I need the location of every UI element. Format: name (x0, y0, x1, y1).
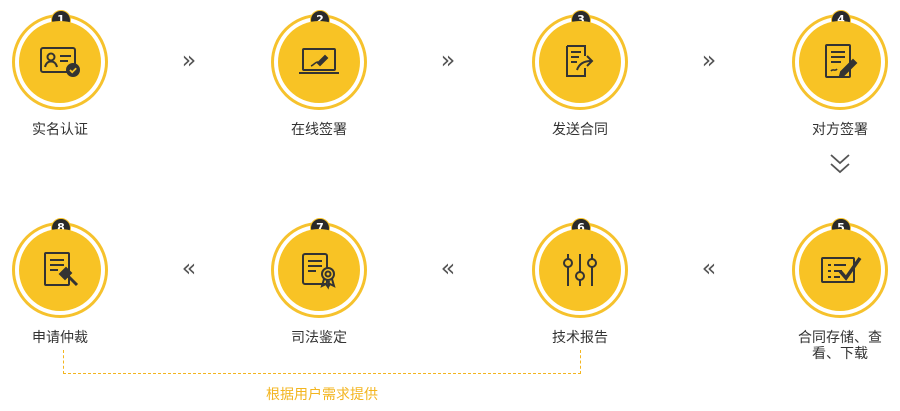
certificate-icon (299, 250, 339, 290)
arrow-left: « (440, 254, 456, 282)
step-7-disc: 7 (271, 218, 367, 318)
arrow-down-icon (826, 152, 854, 178)
step-8: 8 申请仲裁 (0, 218, 130, 346)
document-signature-icon (821, 42, 859, 82)
step-4-label: 对方签署 (812, 122, 868, 138)
step-3-label: 发送合同 (552, 122, 608, 138)
step-1-label: 实名认证 (32, 122, 88, 138)
step-2-label: 在线签署 (291, 122, 347, 138)
arrow-right: » (440, 46, 456, 74)
step-8-label: 申请仲裁 (32, 330, 88, 346)
sliders-icon (560, 251, 600, 289)
arrow-left: « (701, 254, 717, 282)
bracket-note: 根据用户需求提供 (266, 387, 378, 403)
laptop-sign-icon (297, 46, 341, 78)
checklist-board-icon (818, 252, 862, 288)
step-6-disc: 6 (532, 218, 628, 318)
step-5-disc: 5 (792, 218, 888, 318)
step-2: 2 在线签署 (249, 10, 389, 138)
document-send-icon (561, 43, 599, 81)
step-5-label: 合同存储、查看、下载 (798, 330, 882, 362)
arrow-right: » (701, 46, 717, 74)
step-6: 6 技术报告 (510, 218, 650, 346)
step-3: 3 发送合同 (510, 10, 650, 138)
step-8-disc: 8 (12, 218, 108, 318)
step-2-disc: 2 (271, 10, 367, 110)
step-6-label: 技术报告 (552, 330, 608, 346)
optional-steps-bracket (63, 350, 581, 374)
arrow-right: » (181, 46, 197, 74)
step-7-label: 司法鉴定 (291, 330, 347, 346)
step-3-disc: 3 (532, 10, 628, 110)
step-1: 1 实名认证 (0, 10, 130, 138)
step-7: 7 司法鉴定 (249, 218, 389, 346)
step-1-disc: 1 (12, 10, 108, 110)
document-gavel-icon (40, 250, 80, 290)
step-4-disc: 4 (792, 10, 888, 110)
id-card-check-icon (39, 45, 81, 79)
step-5: 5 合同存储、查看、下载 (770, 218, 900, 362)
step-4: 4 对方签署 (770, 10, 900, 138)
arrow-left: « (181, 254, 197, 282)
